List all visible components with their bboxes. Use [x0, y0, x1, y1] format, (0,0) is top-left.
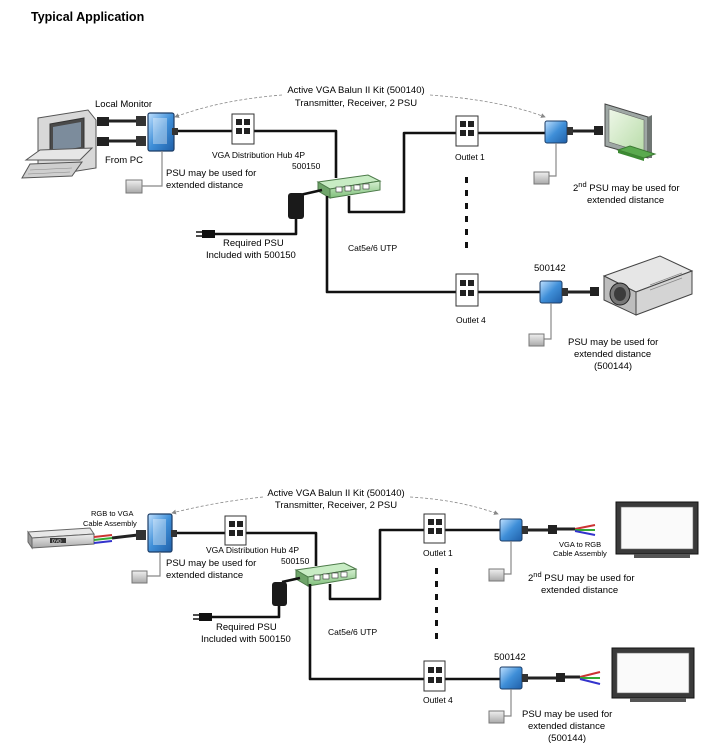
- receiver-1-balun-icon: [544, 120, 603, 144]
- required-psu2-label-1: Required PSU: [216, 622, 277, 633]
- psu2-2-adapter-icon: [488, 568, 505, 582]
- psu-rx-label-1: PSU may be used for: [568, 337, 658, 348]
- cable-outlet-1: [347, 131, 545, 214]
- vga-cables-icon: [97, 116, 146, 146]
- hub2-label-1: VGA Distribution Hub 4P: [206, 545, 299, 555]
- psu-rx-lead: [544, 303, 552, 340]
- outlet-1-icon: [455, 115, 479, 147]
- outlet-4-label: Outlet 4: [456, 315, 486, 325]
- outlet-1-2-icon: [423, 513, 446, 544]
- hub2-power-lead: [281, 576, 301, 584]
- flat-tv-2-icon: [611, 647, 695, 702]
- hub-power-lead: [299, 188, 323, 197]
- diagram-1: Active VGA Balun II Kit (500140) Transmi…: [21, 85, 694, 372]
- psu-tx-label-1: PSU may be used for: [166, 168, 256, 179]
- psu2-adapter-icon: [533, 171, 550, 185]
- psu-tx2-label-1: PSU may be used for: [166, 558, 256, 569]
- psu-tx-label-2: extended distance: [166, 180, 243, 191]
- cable-outlet-1-2: [328, 528, 500, 601]
- kit-arrow-right: [429, 94, 546, 118]
- distribution-hub-2-icon: [294, 562, 358, 587]
- kit-arrow-left: [174, 94, 283, 118]
- hub2-label-2: 500150: [281, 556, 310, 566]
- receiver-1-2-balun-icon: [499, 518, 596, 542]
- transmitter-balun-2-icon: [147, 513, 177, 553]
- psu-adapter-2-icon: [131, 570, 148, 584]
- outlet-4-icon: [455, 273, 479, 307]
- psu2-label-1: 2nd PSU may be used for: [573, 180, 680, 194]
- kit-sublabel-2: Transmitter, Receiver, 2 PSU: [275, 500, 397, 511]
- kit-label-2: Active VGA Balun II Kit (500140): [267, 488, 404, 499]
- hub-label-2: 500150: [292, 161, 321, 171]
- psu2-2-label-2: extended distance: [541, 585, 618, 596]
- psu-lead-2: [147, 552, 161, 577]
- wall-outlet-hub-2-icon: [224, 515, 247, 546]
- outlet-1-2-label: Outlet 1: [423, 548, 453, 558]
- vga-rgb-label-1: VGA to RGB: [559, 540, 601, 549]
- transmitter-balun-icon: [147, 112, 178, 152]
- cat5-label: Cat5e/6 UTP: [348, 243, 397, 253]
- required-psu-label-1: Required PSU: [223, 238, 284, 249]
- psu-adapter-icon: [125, 179, 163, 194]
- psu2-label-2: extended distance: [587, 195, 664, 206]
- cat5-label-2: Cat5e/6 UTP: [328, 627, 377, 637]
- psu-rx2-label-3: (500144): [548, 733, 586, 744]
- psu-rx2-lead: [504, 689, 512, 717]
- ellipsis-dots: [465, 177, 468, 248]
- kit-arrow-left-2: [171, 496, 264, 515]
- pc-computer-icon: [21, 109, 97, 179]
- local-monitor-label: Local Monitor: [95, 99, 152, 110]
- rgb-vga-label-2: Cable Assembly: [83, 519, 137, 528]
- psu-rx-label-3: (500144): [594, 361, 632, 372]
- flat-tv-icon: [615, 501, 699, 558]
- outlet-4-2-label: Outlet 4: [423, 695, 453, 705]
- psu2-2-label-1: 2nd PSU may be used for: [528, 570, 635, 584]
- diagram-2: Active VGA Balun II Kit (500140) Transmi…: [27, 488, 699, 744]
- psu2-2-lead: [504, 541, 512, 575]
- receiver-id-label: 500142: [534, 263, 566, 274]
- outlet-1-label: Outlet 1: [455, 152, 485, 162]
- from-pc-label: From PC: [105, 155, 143, 166]
- wall-outlet-hub-icon: [231, 113, 255, 145]
- distribution-hub-icon: [316, 174, 382, 199]
- vga-rgb-label-2: Cable Assembly: [553, 549, 607, 558]
- cable-tx-hub-2: [177, 531, 318, 566]
- svg-text:DVD: DVD: [52, 539, 62, 544]
- psu-rx-label-2: extended distance: [574, 349, 651, 360]
- receiver-id-2-label: 500142: [494, 652, 526, 663]
- lcd-monitor-icon: [604, 103, 657, 161]
- projector-icon: [602, 255, 694, 316]
- required-psu-2-icon: [193, 582, 287, 621]
- psu2-lead: [549, 143, 557, 177]
- kit-sublabel: Transmitter, Receiver, 2 PSU: [295, 98, 417, 109]
- rgb-vga-label-1: RGB to VGA: [91, 509, 134, 518]
- psu-rx2-adapter-icon: [488, 710, 505, 724]
- required-psu-label-2: Included with 500150: [206, 250, 296, 261]
- psu-rx2-label-2: extended distance: [528, 721, 605, 732]
- dvd-player-icon: DVD: [27, 527, 95, 550]
- required-psu-icon: [196, 193, 304, 238]
- outlet-4-2-icon: [423, 660, 446, 692]
- kit-arrow-right-2: [409, 496, 499, 515]
- ellipsis-dots-2: [435, 568, 438, 639]
- psu-tx2-label-2: extended distance: [166, 570, 243, 581]
- kit-label: Active VGA Balun II Kit (500140): [287, 85, 424, 96]
- page-title: Typical Application: [31, 10, 145, 24]
- receiver-2-balun-icon: [539, 280, 599, 304]
- psu-rx-adapter-icon: [528, 333, 545, 347]
- required-psu2-label-2: Included with 500150: [201, 634, 291, 645]
- psu-rx2-label-1: PSU may be used for: [522, 709, 612, 720]
- hub-label-1: VGA Distribution Hub 4P: [212, 150, 305, 160]
- receiver-2-2-balun-icon: [499, 666, 601, 690]
- rgb-cable-icon: [93, 530, 146, 544]
